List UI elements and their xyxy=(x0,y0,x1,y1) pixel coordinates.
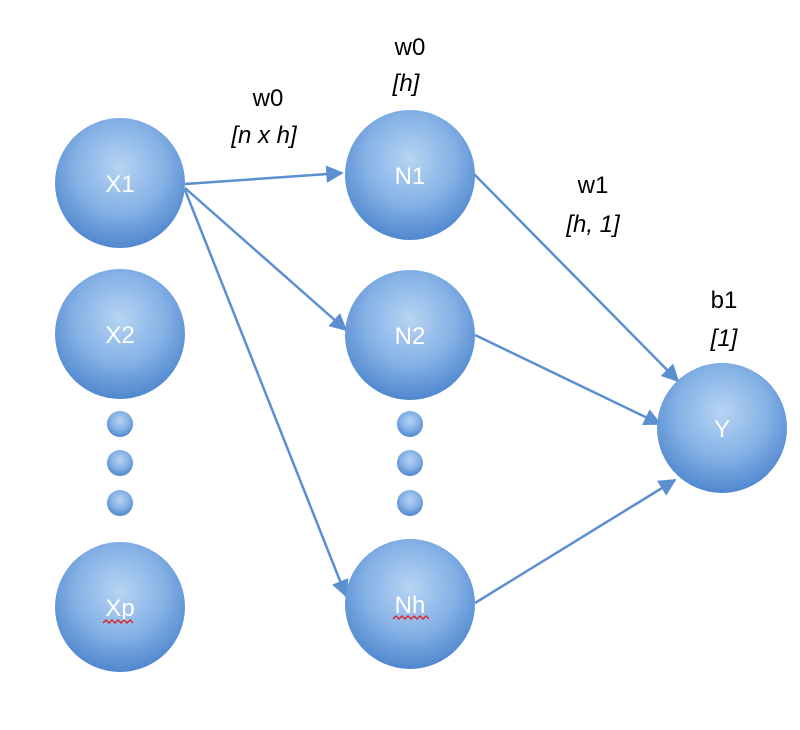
edge-x1-n1 xyxy=(184,165,344,186)
spellcheck-underline xyxy=(102,619,134,624)
input-node-xp xyxy=(55,542,185,672)
input-ellipsis-dot xyxy=(107,411,133,437)
input-node-x2-label: X2 xyxy=(105,322,134,349)
output-node-y-label: Y xyxy=(714,416,730,443)
input-node-x1 xyxy=(55,118,185,248)
input-layer: X1 X2 Xp xyxy=(55,118,185,672)
spellcheck-underline xyxy=(392,615,430,620)
w0-edge-name: w0 xyxy=(252,85,284,112)
edge-n2-y xyxy=(474,333,662,426)
hidden-node-n1 xyxy=(345,110,475,240)
input-node-x1-label: X1 xyxy=(105,171,134,198)
edges xyxy=(183,165,680,605)
edge-n1-y xyxy=(472,172,680,383)
input-ellipsis-dot xyxy=(107,450,133,476)
w0-edge-dim: [n x h] xyxy=(230,122,298,149)
hidden-layer: N1 N2 Nh xyxy=(345,110,475,669)
w0-node-dim: [h] xyxy=(392,70,421,97)
hidden-ellipsis-dot xyxy=(397,411,423,437)
annotations: w0 [n x h] w0 [h] w1 [h, 1] b1 [1] xyxy=(230,34,738,352)
hidden-node-n1-label: N1 xyxy=(395,163,426,190)
edge-nh-y xyxy=(474,478,677,605)
hidden-node-nh xyxy=(345,539,475,669)
output-layer: Y xyxy=(657,363,787,493)
w0-node-name: w0 xyxy=(394,34,426,61)
b1-dim: [1] xyxy=(710,325,739,352)
edge-x1-nh xyxy=(183,189,349,598)
hidden-ellipsis-dot xyxy=(397,490,423,516)
hidden-ellipsis-dot xyxy=(397,450,423,476)
b1-name: b1 xyxy=(711,287,738,314)
hidden-node-n2-label: N2 xyxy=(395,323,426,350)
hidden-node-nh-label: Nh xyxy=(395,592,426,619)
hidden-node-n2 xyxy=(345,270,475,400)
w1-name: w1 xyxy=(577,172,609,199)
input-node-xp-label: Xp xyxy=(105,595,134,622)
edge-x1-n2 xyxy=(184,187,348,332)
w1-dim: [h, 1] xyxy=(565,211,621,238)
input-ellipsis-dot xyxy=(107,490,133,516)
input-node-x2 xyxy=(55,269,185,399)
output-node-y xyxy=(657,363,787,493)
